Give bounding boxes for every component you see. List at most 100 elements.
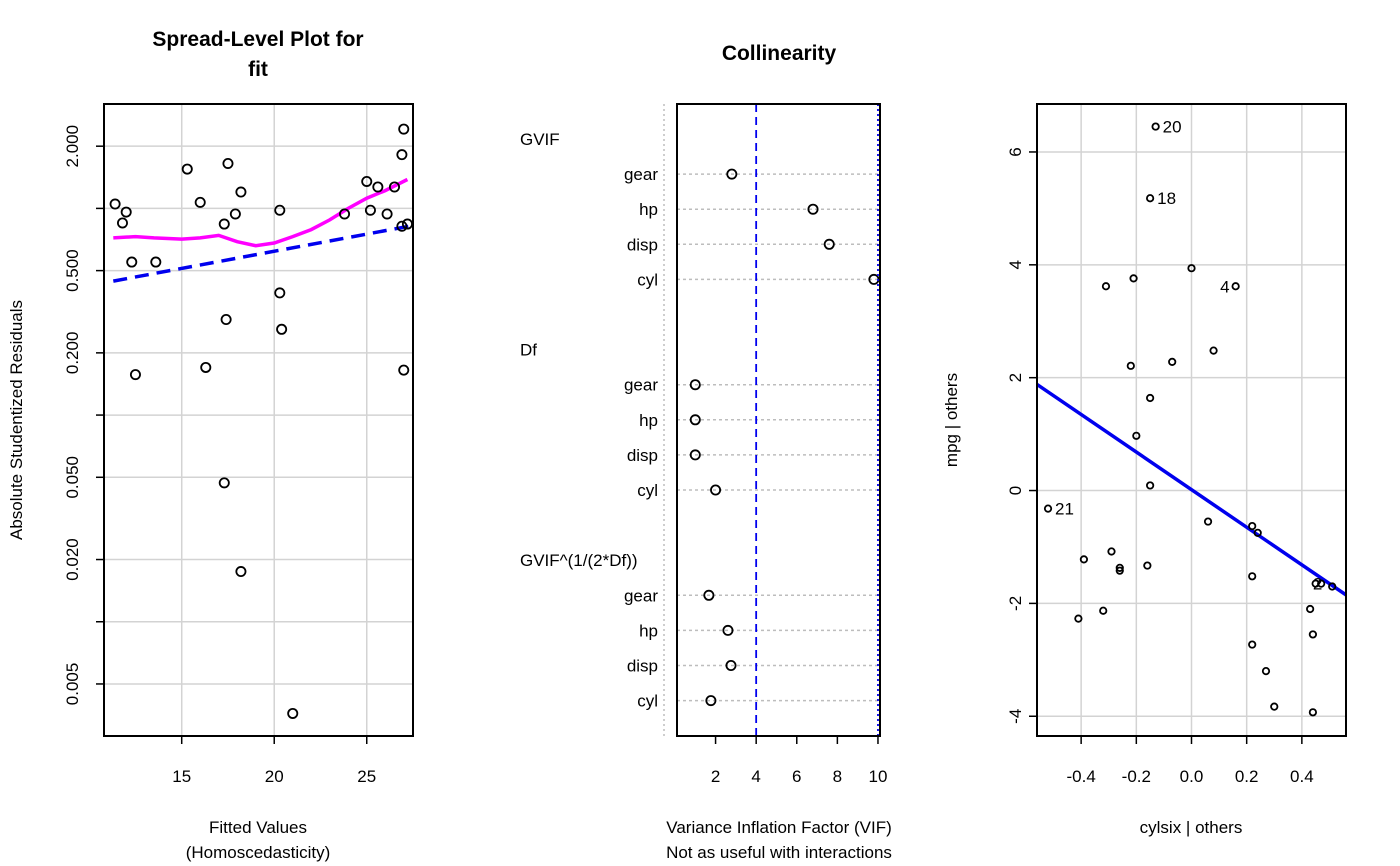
collinearity-row-label: gear xyxy=(624,165,658,184)
spread-level-ytick-label: 0.050 xyxy=(63,456,82,499)
collinearity-point xyxy=(726,168,738,180)
collinearity-point xyxy=(710,484,722,496)
added-variable-point xyxy=(1328,582,1337,591)
spread-level-title-line2: fit xyxy=(248,58,268,81)
collinearity-xtick-label: 10 xyxy=(869,767,888,786)
spread-level-point xyxy=(388,181,400,193)
added-variable-point xyxy=(1146,194,1155,203)
added-variable-point xyxy=(1074,614,1083,623)
collinearity-row-label: disp xyxy=(627,446,658,465)
added-variable-ytick-label: -2 xyxy=(1006,596,1025,611)
added-variable-point xyxy=(1101,282,1111,291)
collinearity-row-label: cyl xyxy=(637,270,658,289)
added-variable-point xyxy=(1209,346,1218,355)
collinearity-group-label: Df xyxy=(520,341,537,360)
collinearity-point xyxy=(689,449,701,461)
added-variable-point xyxy=(1253,528,1262,537)
spread-level-ytick-label: 0.500 xyxy=(63,249,82,292)
added-variable-fit-line xyxy=(1037,382,1346,597)
collinearity-group-label: GVIF^(1/(2*Df)) xyxy=(520,551,638,570)
added-variable-point xyxy=(1099,606,1108,615)
spread-level-point xyxy=(396,149,408,161)
collinearity-xlabel-line1: Variance Inflation Factor (VIF) xyxy=(666,818,892,837)
added-variable-frame xyxy=(1036,103,1347,737)
added-variable-ytick-label: 4 xyxy=(1006,260,1025,269)
spread-level-ytick-label: 0.020 xyxy=(63,538,82,581)
spread-level-point xyxy=(150,256,162,268)
spread-level-point xyxy=(274,287,286,299)
collinearity-row-label: hp xyxy=(639,200,658,219)
spread-level-ytick-label: 2.000 xyxy=(63,125,82,168)
collinearity-group-label: GVIF xyxy=(520,130,560,149)
collinearity-point xyxy=(703,589,715,601)
collinearity-xtick-label: 4 xyxy=(751,767,760,786)
added-variable-point xyxy=(1043,504,1053,513)
spread-level-xtick-label: 20 xyxy=(265,767,284,786)
added-variable-point xyxy=(1126,361,1135,370)
spread-level-xlabel-line1: Fitted Values xyxy=(209,818,307,837)
added-variable-point xyxy=(1187,264,1196,273)
collinearity-xlabel-line2: Not as useful with interactions xyxy=(666,843,892,862)
added-variable-xlabel: cylsix | others xyxy=(1140,818,1243,837)
collinearity-point xyxy=(823,238,835,250)
added-variable-point xyxy=(1308,708,1317,717)
collinearity-title: Collinearity xyxy=(722,42,837,65)
added-variable-point xyxy=(1132,431,1141,440)
collinearity-xtick-label: 8 xyxy=(833,767,842,786)
added-variable-xtick-label: 0.0 xyxy=(1180,767,1204,786)
spread-level-point xyxy=(120,206,132,218)
added-variable-point xyxy=(1143,561,1152,570)
spread-level-point xyxy=(274,204,286,216)
collinearity-xtick-label: 2 xyxy=(711,767,720,786)
added-variable-ytick-label: -4 xyxy=(1006,709,1025,724)
added-variable-xtick-label: -0.4 xyxy=(1066,767,1095,786)
added-variable-point xyxy=(1306,604,1315,614)
added-variable-ytick-label: 2 xyxy=(1006,373,1025,382)
added-variable-xtick-label: 0.2 xyxy=(1235,767,1259,786)
spread-level-point xyxy=(372,181,384,193)
collinearity-point xyxy=(722,624,734,636)
added-variable-point xyxy=(1248,521,1257,531)
added-variable-point xyxy=(1151,122,1160,131)
added-variable-point xyxy=(1146,481,1155,490)
added-variable-point xyxy=(1107,547,1116,556)
spread-level-point xyxy=(364,204,376,216)
added-variable-ylabel: mpg | others xyxy=(942,373,961,467)
added-variable-point xyxy=(1146,393,1155,403)
spread-level-xlabel-line2: (Homoscedasticity) xyxy=(186,843,331,862)
added-variable-point-label: 4 xyxy=(1220,277,1229,296)
spread-level-point xyxy=(109,198,121,210)
collinearity-frame xyxy=(676,103,881,737)
added-variable-point xyxy=(1270,702,1279,711)
added-variable-point-label: 21 xyxy=(1055,500,1074,519)
spread-level-point xyxy=(361,175,373,187)
added-variable-ytick-label: 0 xyxy=(1006,486,1025,495)
spread-level-title-line1: Spread-Level Plot for xyxy=(152,28,363,51)
spread-level-point xyxy=(398,123,410,135)
spread-level-point xyxy=(181,163,193,175)
added-variable-point-label: 18 xyxy=(1157,189,1176,208)
spread-level-xtick-label: 15 xyxy=(172,767,191,786)
spread-level-point xyxy=(218,218,230,230)
spread-level-frame xyxy=(103,103,414,737)
spread-level-smooth-line xyxy=(113,177,409,248)
added-variable-point xyxy=(1248,640,1257,649)
spread-level-point xyxy=(235,186,247,198)
spread-level-point xyxy=(287,707,299,719)
collinearity-row-label: hp xyxy=(639,411,658,430)
added-variable-point xyxy=(1317,579,1326,588)
added-variable-point xyxy=(1231,282,1240,291)
collinearity-panel: GVIFgearhpdispcylDfgearhpdispcylGVIF^(1/… xyxy=(520,103,888,786)
spread-level-point xyxy=(129,369,141,381)
spread-level-xtick-label: 25 xyxy=(357,767,376,786)
spread-level-point xyxy=(276,323,288,335)
added-variable-point xyxy=(1308,630,1317,639)
spread-level-point xyxy=(220,314,232,326)
spread-level-point xyxy=(126,256,138,268)
spread-level-ylabel: Absolute Studentized Residuals xyxy=(7,300,26,540)
collinearity-point xyxy=(705,695,717,707)
collinearity-row-label: disp xyxy=(627,657,658,676)
collinearity-row-label: disp xyxy=(627,235,658,254)
